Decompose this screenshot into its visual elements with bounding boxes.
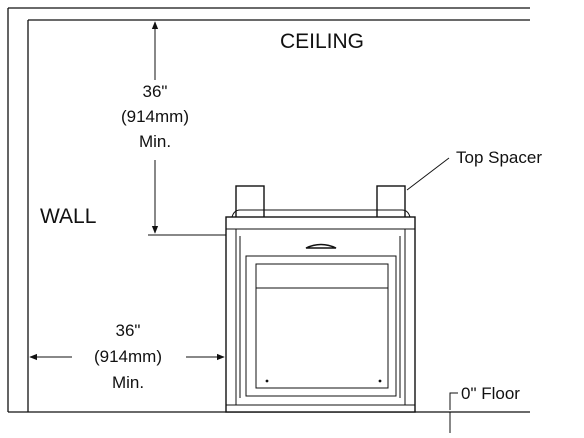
top-spacer-right xyxy=(376,185,406,219)
fireplace-left-dot xyxy=(265,379,269,383)
top-spacer-leader-line xyxy=(406,157,450,191)
vertical-dimension-inches: 36" xyxy=(143,82,168,101)
top-spacer-callout: Top Spacer xyxy=(406,148,542,191)
floor-clearance-callout: 0" Floor xyxy=(449,384,520,433)
fireplace-unit xyxy=(225,216,416,413)
horizontal-dimension-mm: (914mm) xyxy=(94,347,162,366)
top-spacers xyxy=(231,185,411,219)
ceiling-label: CEILING xyxy=(280,30,364,53)
floor-label: 0" Floor xyxy=(461,384,520,403)
top-spacer-label: Top Spacer xyxy=(456,148,542,167)
vertical-clearance-dimension: 36" (914mm) Min. xyxy=(121,21,226,236)
horizontal-dimension-min: Min. xyxy=(112,373,144,392)
floor-leader-line xyxy=(449,392,458,410)
fireplace-outer-frame xyxy=(225,216,416,413)
vertical-dimension-mm: (914mm) xyxy=(121,107,189,126)
fireplace-right-dot xyxy=(378,379,382,383)
room-outline xyxy=(7,7,530,412)
top-spacer-left xyxy=(235,185,265,219)
top-plate-curve xyxy=(231,209,411,218)
fireplace-firebox-outer xyxy=(245,255,397,397)
fireplace-top-vent xyxy=(305,243,337,249)
wall-label: WALL xyxy=(40,205,96,228)
fireplace-firebox-glass xyxy=(255,263,389,389)
vertical-dimension-min: Min. xyxy=(139,132,171,151)
horizontal-dimension-inches: 36" xyxy=(116,321,141,340)
horizontal-clearance-dimension: 36" (914mm) Min. xyxy=(29,321,225,392)
